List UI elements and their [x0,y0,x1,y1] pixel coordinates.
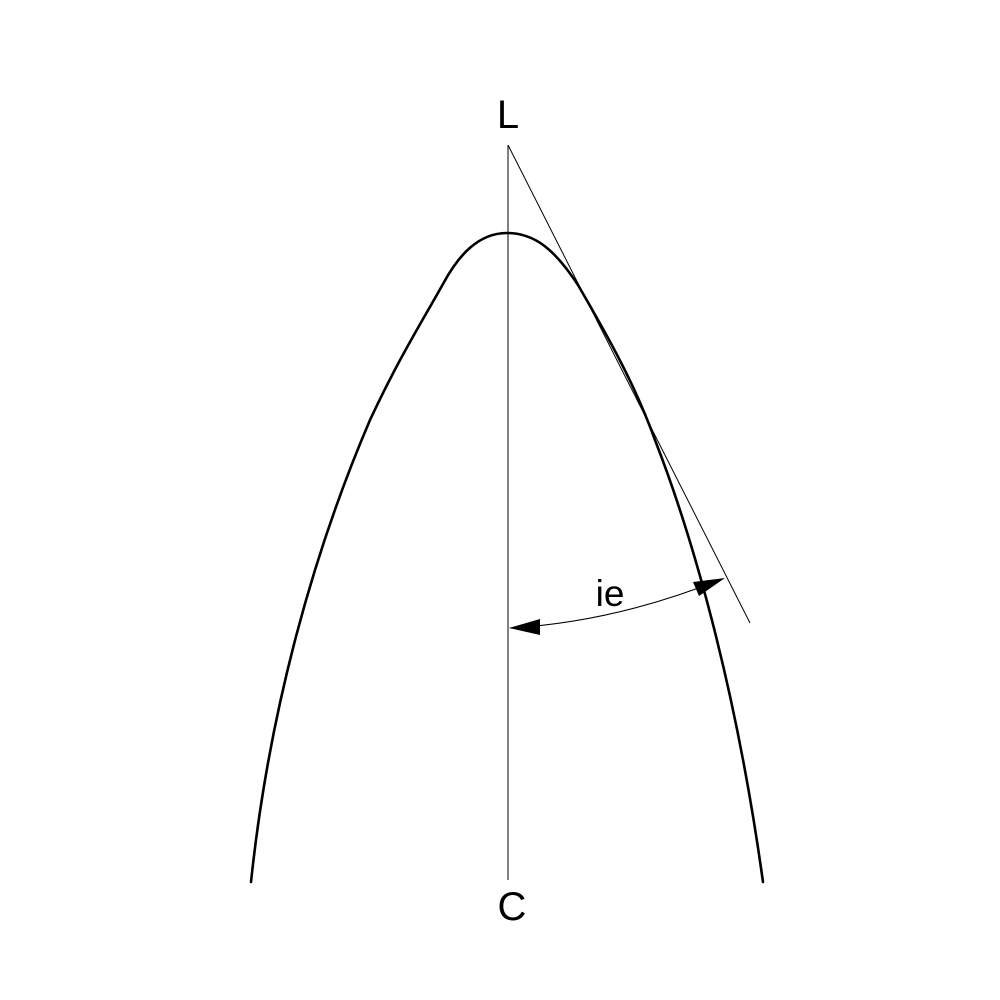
label-c: C [498,885,527,929]
label-angle-ie: ie [596,573,625,614]
tool-profile-curve [249,231,765,884]
label-l: L [497,93,519,137]
tangent-line [507,144,751,624]
arrowhead-right [693,578,725,596]
arrowhead-left [509,619,540,635]
